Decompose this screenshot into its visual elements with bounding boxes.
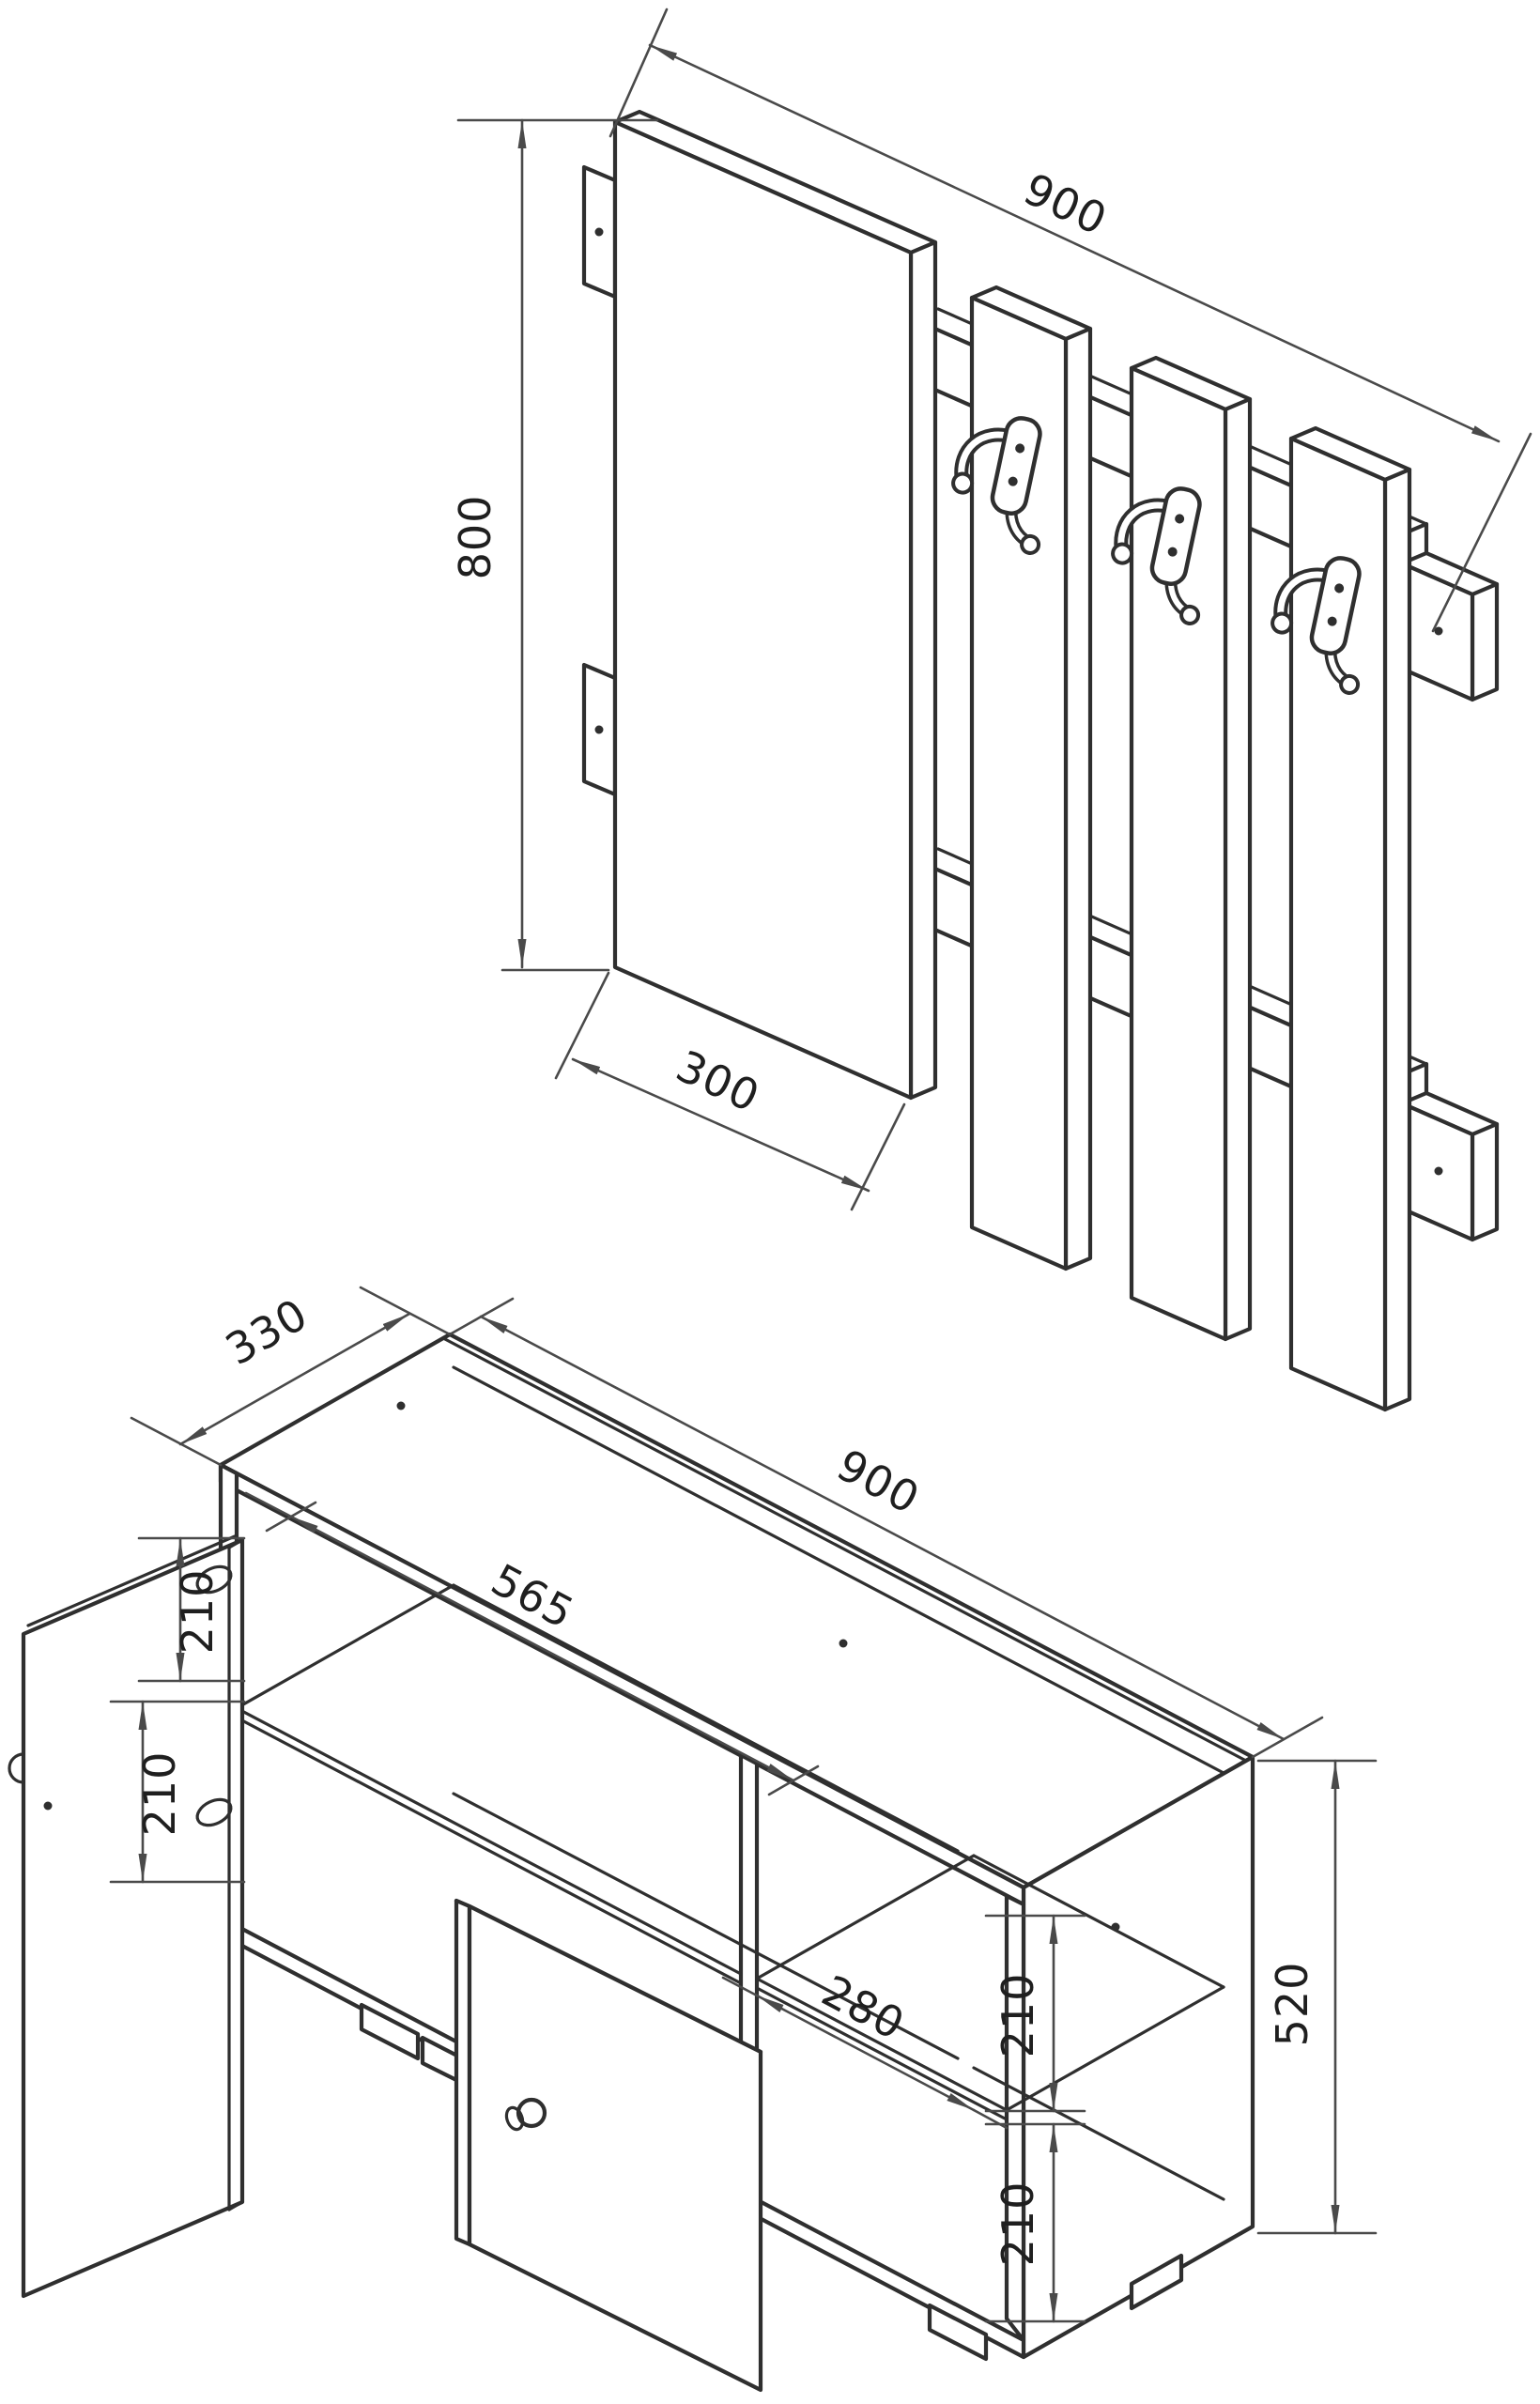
dim-opening-width: 280 <box>721 1965 1009 2130</box>
dim-hinge-positions: 210 210 <box>109 1536 246 1884</box>
shoe-cabinet-drawing: 330 900 565 210 210 <box>8 1286 1378 2393</box>
dim-label: 210 <box>993 2181 1043 2267</box>
left-door-open <box>8 1534 245 2299</box>
dim-label: 210 <box>134 1751 185 1837</box>
hook-plank-3 <box>1288 425 1412 1412</box>
dim-label: 900 <box>829 1440 929 1524</box>
dim-label: 330 <box>217 1288 316 1375</box>
dim-label: 520 <box>1267 1962 1317 2047</box>
screw-dot <box>839 1639 848 1648</box>
hinge-hole-icon <box>195 1797 233 1827</box>
door-handle-icon <box>8 1752 25 1784</box>
dim-cabinet-height: 520 <box>1256 1759 1378 2235</box>
rail-mounting-block-bottom <box>1399 1090 1500 1242</box>
dim-label: 210 <box>172 1569 223 1655</box>
middle-door-open <box>454 1898 763 2393</box>
dim-right-shelves: 210 210 <box>984 1914 1086 2323</box>
panel-mounting-bracket-icon <box>581 164 618 797</box>
screw-dot <box>396 1401 406 1410</box>
rail-mounting-block-top <box>1399 550 1500 702</box>
dim-label: 300 <box>669 1040 767 1122</box>
dim-label: 280 <box>814 1965 914 2050</box>
coat-rack-drawing: 900 800 300 <box>450 8 1532 1412</box>
dim-label: 900 <box>1016 163 1115 245</box>
mirror-panel <box>612 109 938 1101</box>
dim-label: 800 <box>450 495 500 580</box>
screw-dot <box>1111 1922 1120 1932</box>
door-knob-icon <box>516 2097 547 2129</box>
dim-coat-rack-height: 800 <box>450 118 659 972</box>
cabinet-top-face <box>218 1332 1255 1890</box>
hinge-hole-icon <box>195 1564 233 1595</box>
dim-label: 210 <box>993 1973 1043 2058</box>
